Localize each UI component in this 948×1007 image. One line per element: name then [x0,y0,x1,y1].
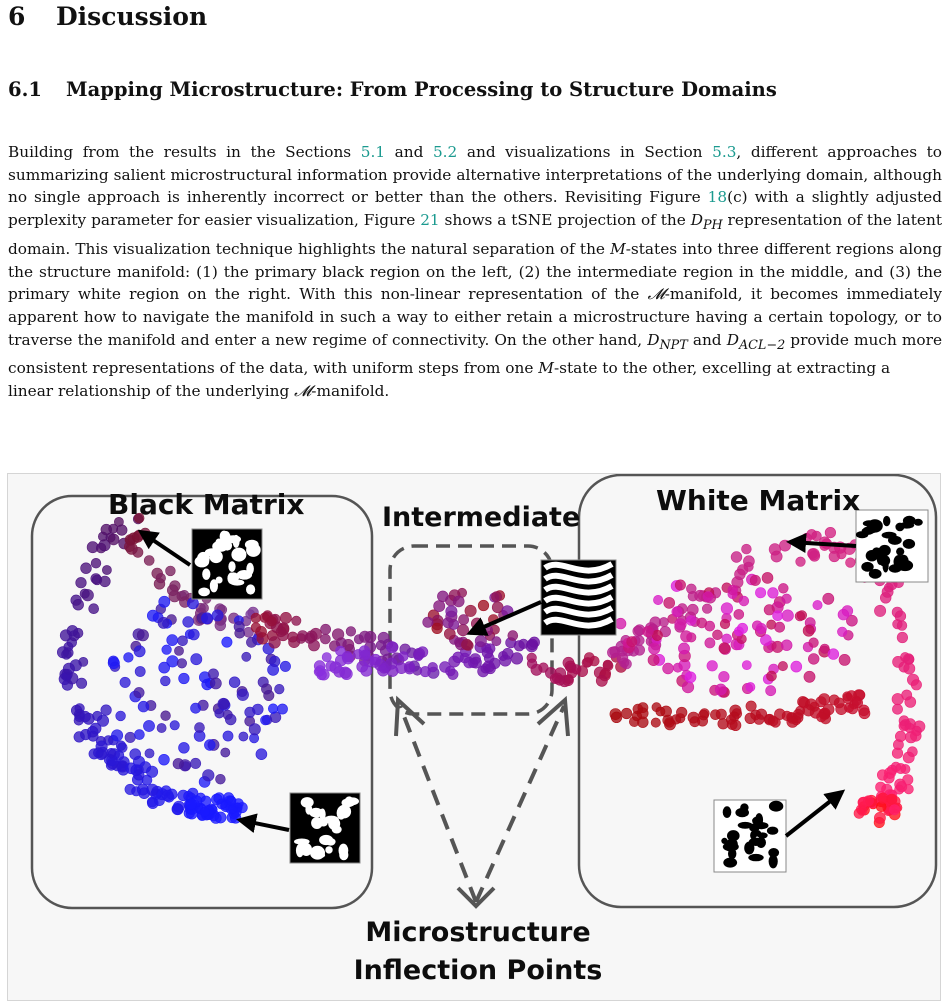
section-title: Discussion [56,2,208,31]
microstructure-thumbnails [191,509,929,873]
text: provide much more consistent representat… [8,330,942,378]
inflection-label-line2: Inflection Points [353,955,603,986]
arrow-black-top [137,529,192,567]
body-paragraph: Building from the results in the Section… [8,141,942,403]
section-number: 6 [8,2,26,31]
text: linear relationship of the underlying [8,382,295,401]
section-link-5-1[interactable]: 5.1 [360,143,386,161]
math-d-ph: DPH [690,211,723,234]
inflection-label-line1: Microstructure [365,917,591,948]
black-matrix-box [30,494,374,910]
intermediate-label: Intermediate [382,502,581,533]
arrow-white-bottom [784,789,846,838]
section-heading: 6 Discussion [8,2,207,31]
text: and [385,143,433,161]
white-matrix-label: White Matrix [656,484,861,517]
arrow-white-top [786,532,857,553]
text: representation of the latent domain. Thi… [8,211,942,258]
math-manifold: 𝓜 [647,285,665,304]
figure-link-18[interactable]: 18 [707,188,728,207]
inflection-arrow-head-left [394,695,426,737]
subsection-number: 6.1 [8,78,42,101]
inflection-label: Microstructure Inflection Points [348,914,608,990]
math-d-acl: DACL−2 [726,330,786,353]
section-link-5-3[interactable]: 5.3 [712,143,737,161]
text: and [687,330,727,349]
white-matrix-box [577,474,938,909]
math-m: M [538,359,554,378]
pointer-arrows [137,529,857,838]
text: shows a tSNE projection of the [439,211,691,230]
figure-link-21[interactable]: 21 [420,211,440,230]
text: -states into three different regions alo… [8,239,942,304]
figure-tsne-projection: Black Matrix Intermediate White Matrix M… [7,473,941,1001]
math-manifold: 𝓜 [294,382,312,401]
math-m: M [610,239,626,258]
inflection-arrow-left [398,705,478,903]
math-d-npt: DNPT [647,330,688,353]
intermediate-box [388,544,554,716]
text: -manifold. [311,382,390,401]
text: and visualizations in Section [457,143,713,161]
tsne-scatter-figure [30,474,938,910]
scatter-points [56,512,926,828]
subsection-heading: 6.1 Mapping Microstructure: From Processi… [8,78,777,101]
text: Building from the results in the Section… [8,143,361,161]
section-link-5-2[interactable]: 5.2 [432,143,458,161]
text: -manifold, it becomes immediately appare… [8,285,942,349]
inflection-arrow-right [474,705,566,903]
inflection-arrows [394,695,570,909]
arrow-intermediate [466,600,542,636]
inflection-arrow-head-right [536,695,570,737]
inflection-arrow-tail [456,886,496,909]
arrow-black-bottom [236,813,290,833]
text: -state to the other, excelling at extrac… [553,359,891,378]
text: (c) with a slightly adjusted perplexity … [8,188,942,230]
text: , different approaches to summarizing sa… [8,143,942,207]
black-matrix-label: Black Matrix [108,488,305,521]
subsection-title: Mapping Microstructure: From Processing … [66,78,777,101]
